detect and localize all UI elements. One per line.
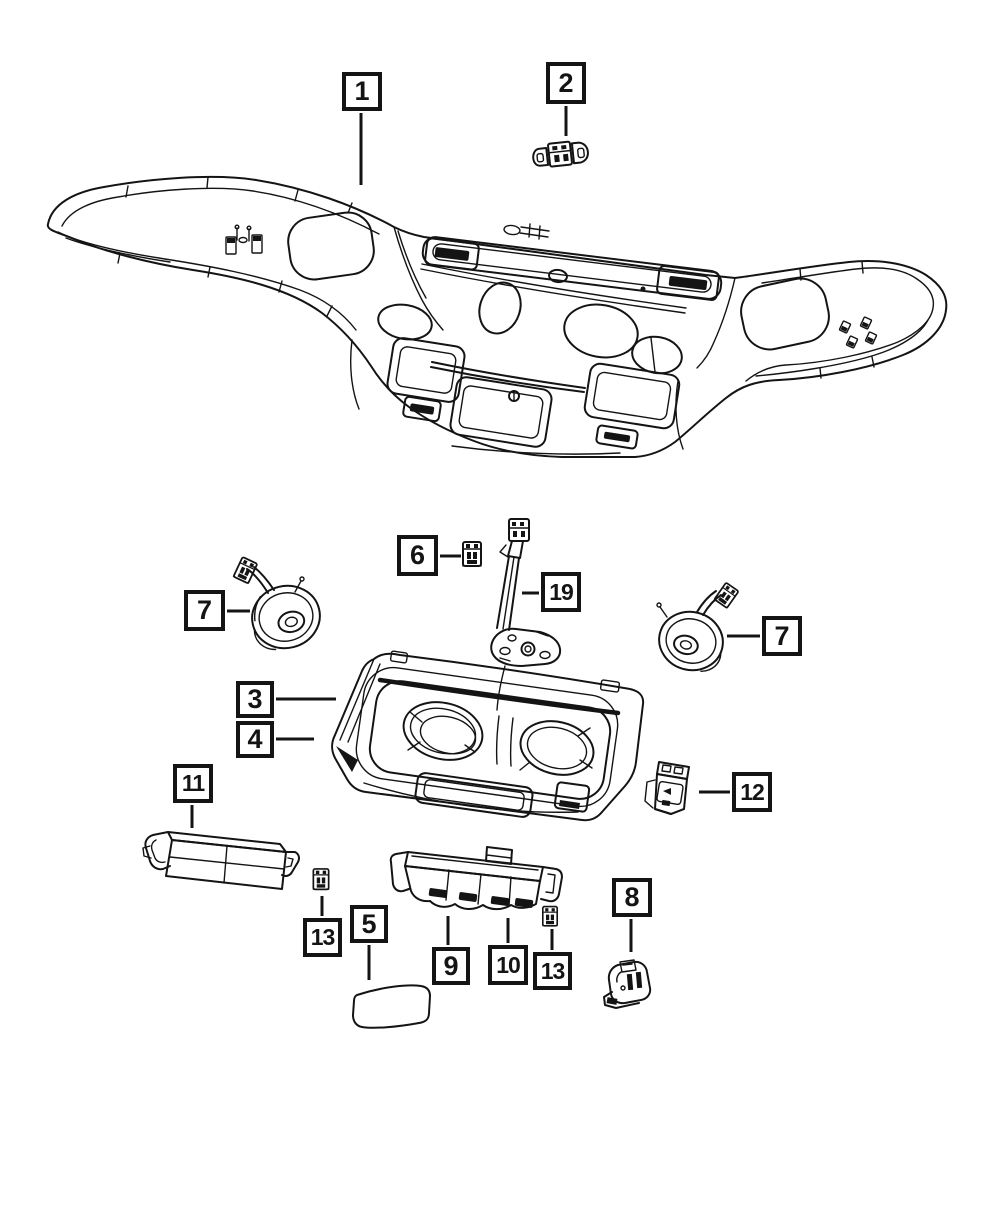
callout-2: 2	[546, 62, 586, 104]
callout-8: 8	[612, 878, 652, 917]
lamp-unit-drawing	[603, 959, 652, 1009]
lens-drawing	[352, 984, 431, 1029]
switch-12-drawing	[644, 761, 690, 815]
right-speaker-drawing	[656, 581, 740, 673]
overhead-console-drawing	[331, 650, 645, 822]
callout-5: 5	[350, 905, 388, 943]
callout-7-left: 7	[184, 590, 225, 631]
bin-door-drawing	[142, 831, 300, 890]
switch-bank-drawing	[389, 846, 563, 911]
fastener-icons-right	[838, 316, 878, 349]
callout-19: 19	[541, 572, 581, 612]
callout-3: 3	[236, 681, 274, 718]
callout-7-right: 7	[762, 616, 802, 656]
callout-12: 12	[732, 772, 772, 812]
left-speaker-drawing	[232, 556, 321, 651]
fastener-icons-left	[225, 224, 263, 255]
callout-11: 11	[173, 764, 213, 803]
callout-10: 10	[488, 945, 528, 985]
callout-9: 9	[432, 947, 470, 985]
callout-13-right: 13	[533, 952, 572, 990]
callout-6: 6	[397, 535, 438, 576]
headliner-panel-drawing	[46, 175, 948, 458]
callout-13-left: 13	[303, 918, 342, 957]
mirror-support-drawing	[490, 518, 562, 667]
wiring-clip-drawing	[532, 140, 589, 168]
callout-1: 1	[342, 72, 382, 111]
callout-4: 4	[236, 721, 274, 758]
